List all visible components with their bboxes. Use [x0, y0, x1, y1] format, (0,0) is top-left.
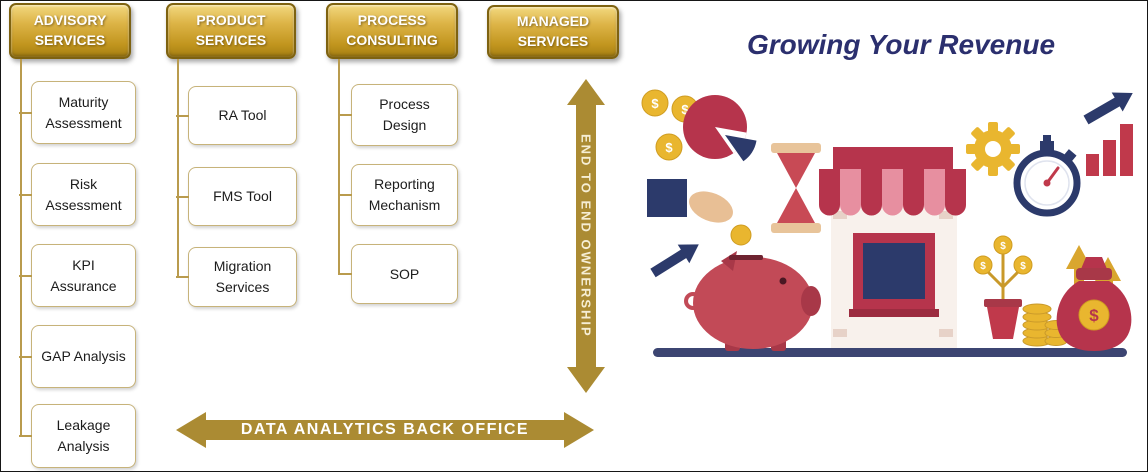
item-fms-tool: FMS Tool — [176, 167, 297, 226]
dollar-sign: $ — [1020, 261, 1026, 272]
storefront — [819, 147, 966, 348]
revenue-illustration: $ $ $ — [641, 83, 1139, 357]
data-analytics-back-office-arrow: DATA ANALYTICS BACK OFFICE — [176, 412, 594, 448]
dollar-coins: $ $ $ — [641, 89, 699, 161]
growth-bar-chart — [1080, 83, 1139, 176]
money-bag: $ — [1056, 245, 1132, 351]
arrow-bar: END TO END OWNERSHIP — [576, 105, 596, 367]
storefront-sign — [833, 147, 953, 169]
piggy-bank — [684, 251, 821, 351]
growth-arrow-icon — [1080, 83, 1139, 130]
dollar-sign: $ — [1089, 306, 1099, 325]
item-ra-tool: RA Tool — [176, 86, 297, 145]
storefront-window — [863, 243, 925, 299]
item-leakage-analysis: Leakage Analysis — [19, 404, 136, 468]
connector-line-process — [338, 59, 340, 275]
header-advisory-services: ADVISORY SERVICES — [9, 3, 131, 59]
arrow-up-head — [567, 79, 605, 105]
arrow-down-head — [567, 367, 605, 393]
connector-line-product — [177, 59, 179, 278]
end-to-end-ownership-label: END TO END OWNERSHIP — [578, 134, 594, 338]
end-to-end-ownership-arrow: END TO END OWNERSHIP — [567, 79, 605, 393]
header-product-services: PRODUCT SERVICES — [166, 3, 296, 59]
money-plant: $ $ $ — [973, 235, 1033, 339]
data-analytics-back-office-label: DATA ANALYTICS BACK OFFICE — [240, 421, 530, 438]
gear-icon — [966, 122, 1020, 176]
item-migration-services: Migration Services — [176, 247, 297, 307]
item-reporting-mechanism: Reporting Mechanism — [339, 164, 458, 226]
dollar-sign: $ — [1000, 241, 1006, 252]
header-managed-services: MANAGED SERVICES — [487, 5, 619, 59]
arrow-left-head — [176, 412, 206, 448]
item-risk-assessment: Risk Assessment — [19, 163, 136, 226]
dollar-sign: $ — [681, 102, 689, 117]
illustration-title: Growing Your Revenue — [746, 29, 1056, 60]
stopwatch — [1013, 135, 1081, 217]
small-growth-arrow-icon — [647, 235, 705, 283]
dollar-sign: $ — [665, 140, 673, 155]
ground-line — [653, 348, 1127, 357]
dollar-sign: $ — [651, 96, 659, 111]
dollar-sign: $ — [980, 261, 986, 272]
item-sop: SOP — [339, 244, 458, 304]
hand-inserting-coin — [647, 179, 752, 246]
arrow-right-head — [564, 412, 594, 448]
item-maturity-assessment: Maturity Assessment — [19, 81, 136, 144]
connector-line-advisory — [20, 59, 22, 436]
item-gap-analysis: GAP Analysis — [19, 325, 136, 388]
storefront-awning — [819, 169, 966, 216]
header-process-consulting: PROCESS CONSULTING — [326, 3, 458, 59]
hourglass — [771, 143, 821, 233]
arrow-bar: DATA ANALYTICS BACK OFFICE — [206, 420, 564, 440]
item-kpi-assurance: KPI Assurance — [19, 244, 136, 307]
pie-chart — [683, 95, 757, 162]
item-process-design: Process Design — [339, 84, 458, 146]
